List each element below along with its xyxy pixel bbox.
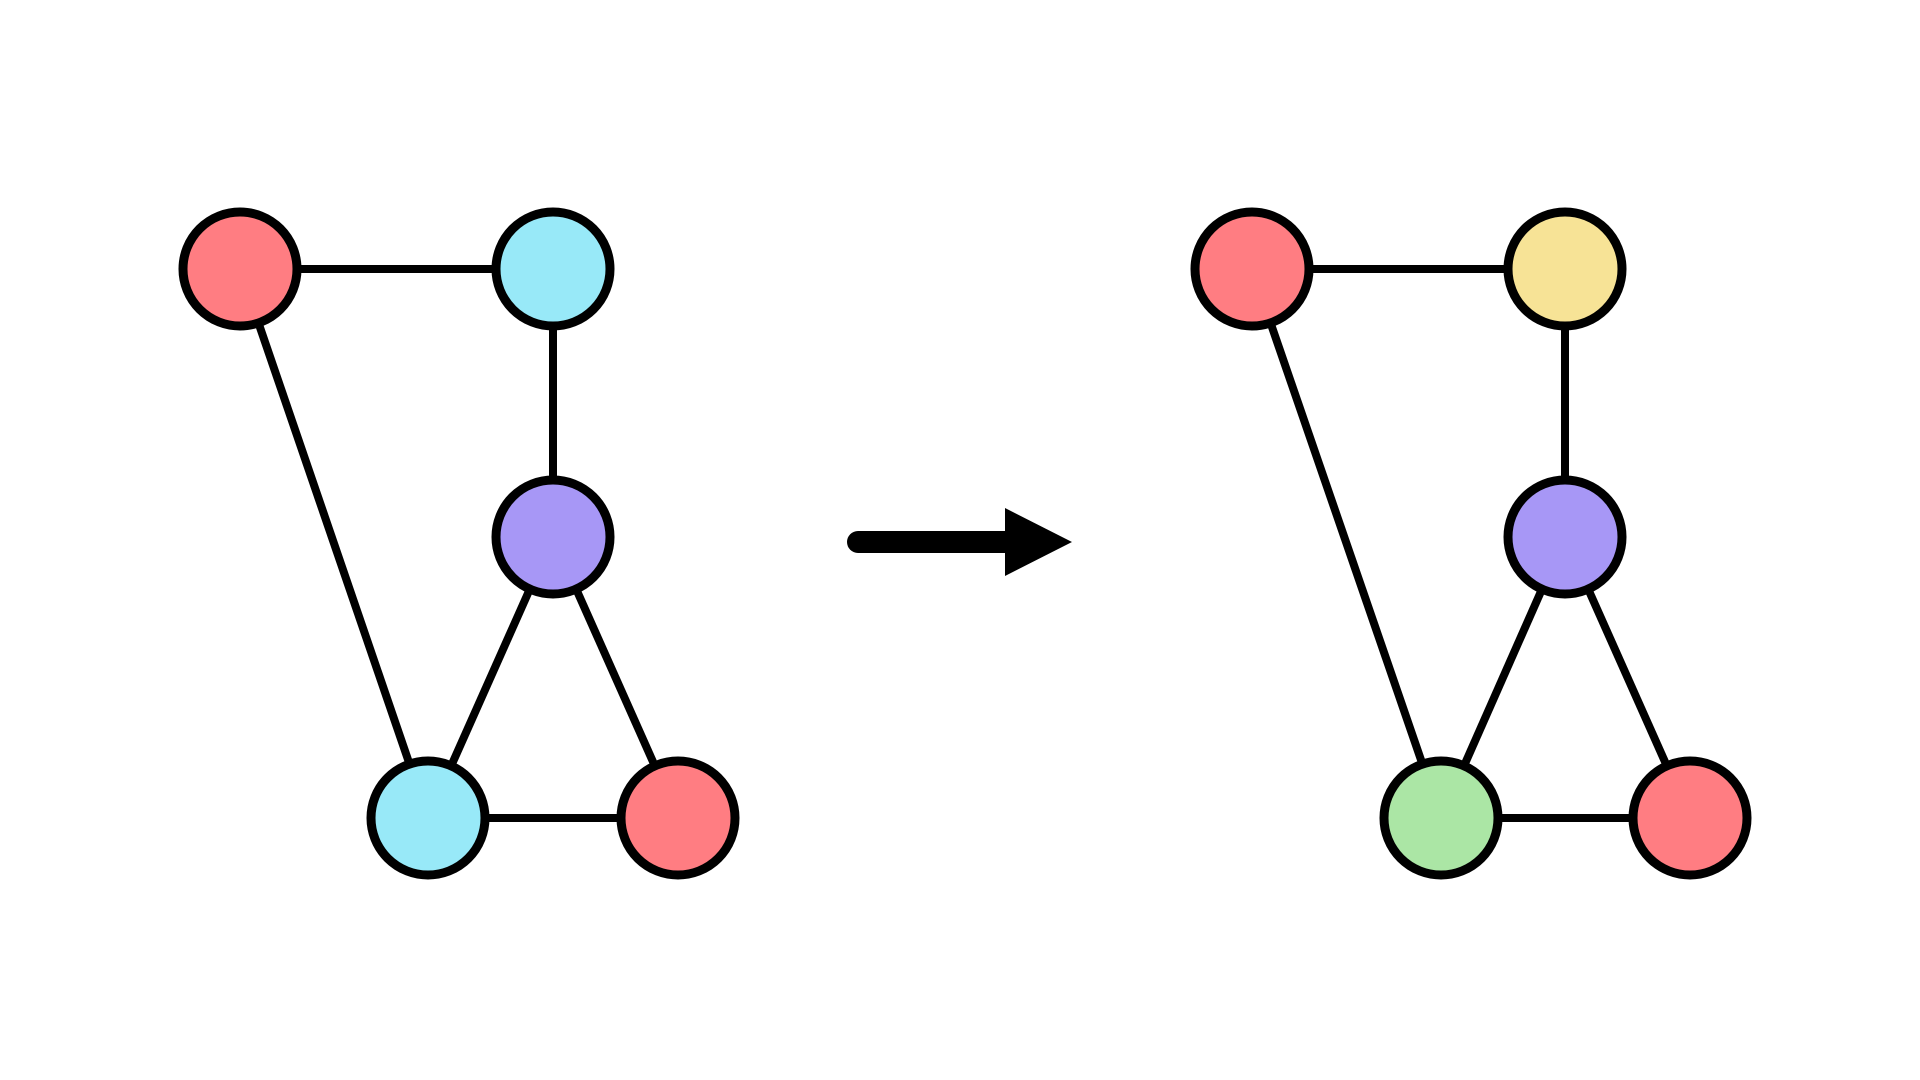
node-n3-purple [491,475,615,599]
node-n5-red [616,756,740,880]
node-n4-cyan [366,756,490,880]
edge-n1-n4 [1248,267,1445,820]
node-n4-green [1379,756,1503,880]
node-n2-cyan [491,207,615,331]
node-n3-purple [1503,475,1627,599]
graph-before [178,207,740,880]
node-n1-red [178,207,302,331]
transform-arrow-icon [847,508,1072,576]
node-n5-red [1628,756,1752,880]
graph-after [1190,207,1752,880]
edge-n1-n4 [236,267,432,820]
node-n2-yellow [1503,207,1627,331]
node-n1-red [1190,207,1314,331]
